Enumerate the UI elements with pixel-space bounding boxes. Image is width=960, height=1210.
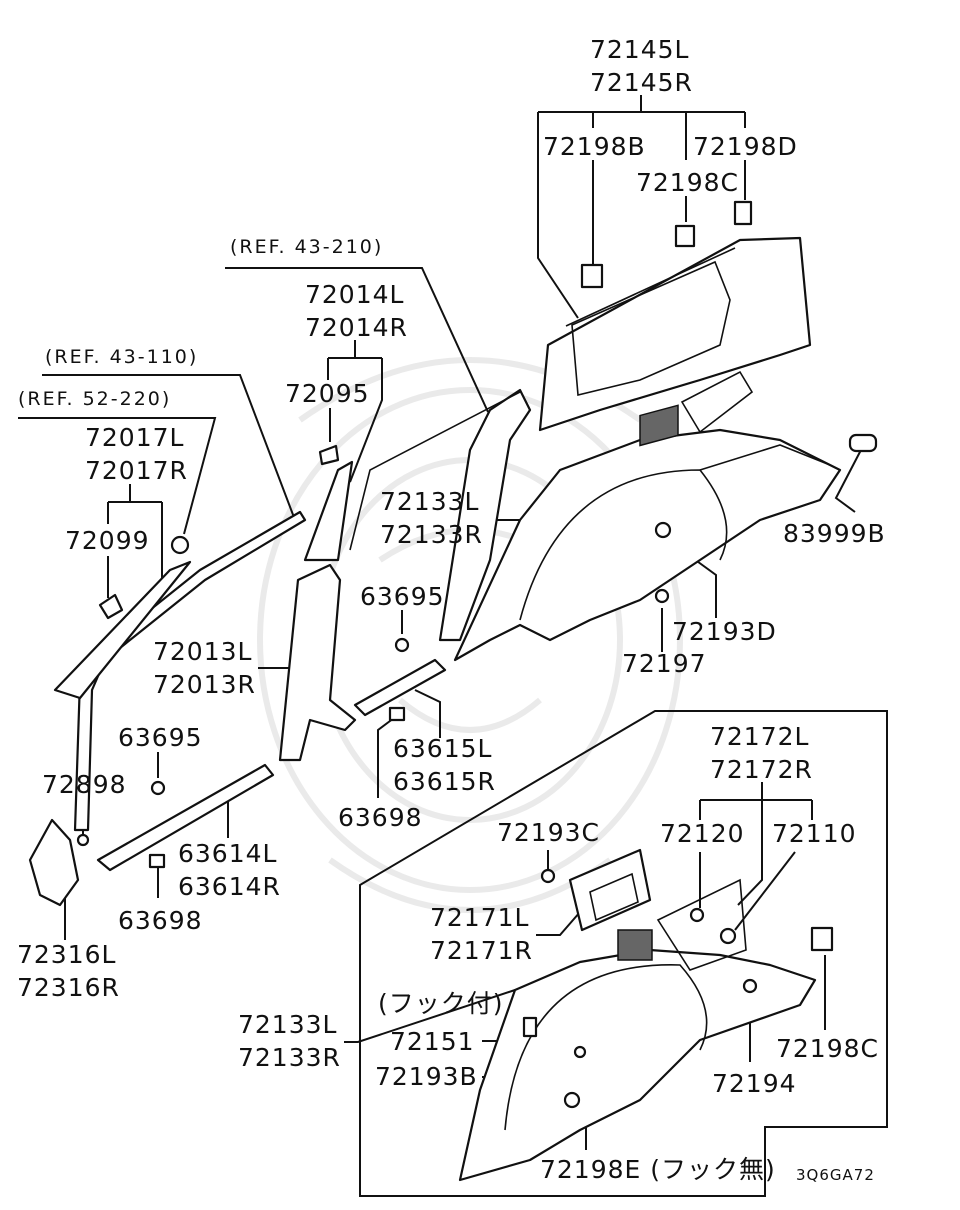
label-63614R: 63614R [178,872,281,901]
center-pillar-trim [303,460,354,562]
label-72316R: 72316R [17,973,120,1002]
clip-72095 [318,444,340,466]
screw-63695-left [150,780,166,796]
clip-72120 [689,907,705,923]
label-63695-left: 63695 [118,723,203,752]
label-72198D: 72198D [693,132,798,161]
a-pillar-trim [53,560,192,700]
clip-72198C-top [674,224,696,248]
label-72194: 72194 [712,1069,797,1098]
door-opening-weatherstrip-rear [438,388,532,642]
screw-63695-mid [394,637,410,653]
label-ref-43-210: (REF. 43-210) [230,236,383,258]
storage-box-72171 [568,848,652,932]
label-83999B: 83999B [783,519,886,548]
scuff-plate-rear [353,658,447,717]
quarter-trim-inset [458,948,817,1182]
label-72898: 72898 [42,770,127,799]
screw-72193D [654,521,672,539]
label-72120: 72120 [660,819,745,848]
clip-72099 [98,593,124,620]
label-72172L: 72172L [710,722,809,751]
label-72172R: 72172R [710,755,813,784]
nut-63698-mid [388,706,406,722]
label-72197: 72197 [622,649,707,678]
label-72133R-bottom: 72133R [238,1043,341,1072]
label-72014R: 72014R [305,313,408,342]
quarter-trim-upper [538,236,812,432]
label-ref-43-110: (REF. 43-110) [45,346,198,368]
label-63695-mid: 63695 [360,582,445,611]
label-72198C-bottom: 72198C [776,1034,879,1063]
clip-72197 [654,588,670,604]
label-63615L: 63615L [393,734,492,763]
label-72171R: 72171R [430,936,533,965]
label-hook-with: (フック付) [378,989,504,1018]
screw-72193B [573,1045,587,1059]
label-72014L: 72014L [305,280,404,309]
label-72193B: 72193B [375,1062,478,1091]
label-72316L: 72316L [17,940,116,969]
label-72013R: 72013R [153,670,256,699]
clip-72110 [719,927,737,945]
label-72133L-top: 72133L [380,487,479,516]
speaker-grille-upper [639,404,679,447]
label-72198B: 72198B [543,132,646,161]
hook-72151 [522,1016,538,1038]
label-63615R: 63615R [393,767,496,796]
label-72198C-top: 72198C [636,168,739,197]
kick-panel [28,818,80,907]
clip-72198B [580,263,604,289]
label-72133R-top: 72133R [380,520,483,549]
label-72017R: 72017R [85,456,188,485]
clip-72898 [76,833,90,847]
label-72133L-bottom: 72133L [238,1010,337,1039]
label-63614L: 63614L [178,839,277,868]
clip-72198E [563,1091,581,1109]
labels: 72145L 72145R 72198B 72198D 72198C (REF.… [17,35,886,1184]
clip-72017 [170,535,190,555]
label-63698-mid: 63698 [338,803,423,832]
label-72193C: 72193C [497,818,600,847]
label-72145R: 72145R [590,68,693,97]
label-72017L: 72017L [85,423,184,452]
label-72145L: 72145L [590,35,689,64]
label-72099: 72099 [65,526,150,555]
label-72151: 72151 [390,1027,475,1056]
label-72171L: 72171L [430,903,529,932]
fastener-83999B [848,433,878,453]
quarter-trim-main [453,428,842,662]
label-72013L: 72013L [153,637,252,666]
screw-72193C [540,868,556,884]
label-ref-52-220: (REF. 52-220) [18,388,171,410]
label-72095: 72095 [285,379,370,408]
scuff-plate-front [96,763,275,872]
clip-72198C-bottom [810,926,834,952]
label-72110: 72110 [772,819,857,848]
diagram-code: 3Q6GA72 [796,1166,875,1184]
nut-63698-left [148,853,166,869]
b-pillar-trim [278,563,357,762]
clip-72198D [733,200,753,226]
clip-72194 [742,978,758,994]
label-72193D: 72193D [672,617,777,646]
part-drawings [28,200,878,1182]
speaker-grille-lower [617,929,653,961]
label-63698-left: 63698 [118,906,203,935]
label-72198E: 72198E (フック無) [540,1155,776,1184]
